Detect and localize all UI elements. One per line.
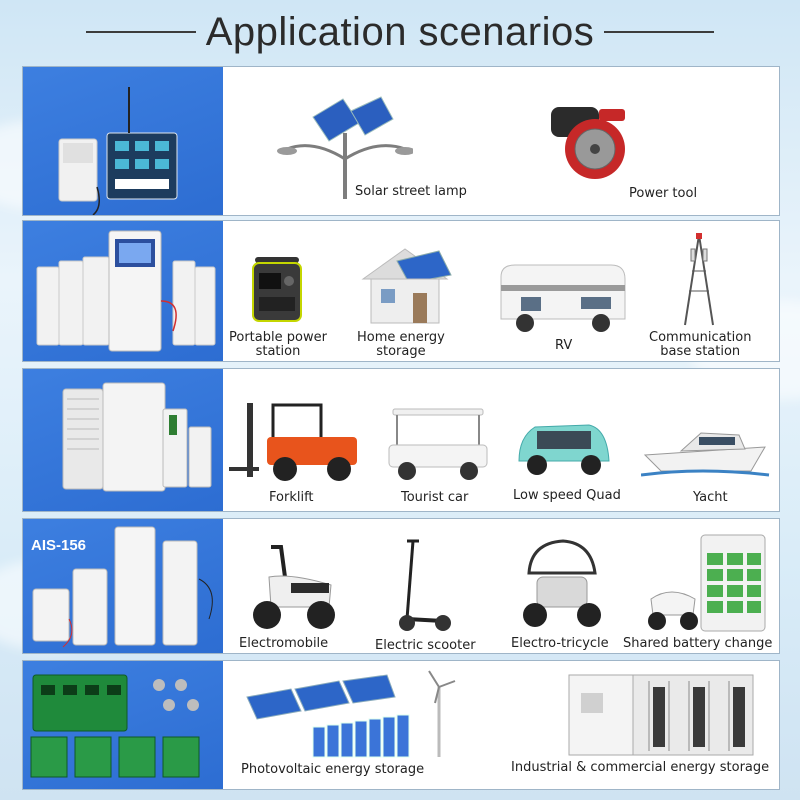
applications-row-2: Portable power station Home energy stora… (223, 221, 779, 361)
app-power-tool (533, 89, 643, 189)
header: Application scenarios (0, 0, 800, 64)
bms-ebike-image (32, 526, 213, 648)
app-home-energy-storage (357, 243, 453, 329)
row-2: Portable power station Home energy stora… (22, 220, 780, 362)
caption-shared-battery-change: Shared battery change (623, 636, 773, 651)
low-speed-quad-icon (518, 424, 610, 475)
app-low-speed-quad (513, 415, 613, 479)
bms-product-panel-4: AIS-156 (23, 519, 223, 653)
tourist-car-icon (388, 408, 488, 480)
caption-low-speed-quad: Low speed Quad (513, 488, 621, 503)
applications-row-5: Photovoltaic energy storage Industrial &… (223, 661, 779, 789)
app-solar-street-lamp (273, 89, 413, 199)
bms-product-panel-5 (23, 661, 223, 789)
rv-icon (500, 264, 626, 332)
applications-row-1: Solar street lamp Power tool (223, 67, 779, 215)
bms-boards-image (30, 674, 200, 778)
bms-product-panel-3 (23, 369, 223, 511)
bms-board-image (58, 87, 178, 215)
home-energy-storage-icon (361, 248, 452, 324)
app-shared-battery-change (641, 529, 771, 635)
forklift-icon (229, 403, 357, 481)
row-1: Solar street lamp Power tool (22, 66, 780, 216)
row-5: Photovoltaic energy storage Industrial &… (22, 660, 780, 790)
electro-tricycle-icon (523, 539, 601, 627)
caption-photovoltaic-energy-storage: Photovoltaic energy storage (241, 762, 425, 777)
portable-power-station-icon (252, 257, 302, 322)
solar-street-lamp-icon (277, 96, 413, 199)
caption-solar-street-lamp: Solar street lamp (355, 184, 467, 199)
app-photovoltaic-energy-storage (243, 667, 473, 763)
electric-scooter-icon (399, 539, 451, 631)
app-tourist-car (383, 405, 493, 485)
applications-row-4: Electromobile Electric scooter Electro-t… (223, 519, 779, 653)
app-forklift (227, 397, 367, 483)
industrial-storage-cabinet-icon (568, 674, 754, 756)
caption-power-tool: Power tool (629, 186, 698, 201)
row-4: AIS-156 Electromobile (22, 518, 780, 654)
app-electromobile (241, 537, 341, 633)
app-portable-power-station (245, 249, 309, 325)
caption-electric-scooter: Electric scooter (375, 638, 476, 653)
page-title: Application scenarios (205, 9, 595, 54)
electromobile-icon (253, 545, 335, 629)
applications-row-3: Forklift Tourist car Low speed Quad (223, 369, 779, 511)
app-electric-scooter (393, 535, 453, 635)
caption-yacht: Yacht (693, 490, 728, 505)
shared-battery-cabinet-icon (648, 534, 766, 632)
caption-portable-power-station: Portable power station (229, 330, 327, 359)
bms-high-current-image (62, 382, 212, 492)
caption-communication-base-station: Communication base station (649, 330, 752, 359)
ais-156-label: AIS-156 (31, 537, 87, 554)
power-tool-icon (551, 107, 625, 179)
app-electro-tricycle (515, 533, 605, 633)
caption-industrial-commercial-energy-storage: Industrial & commercial energy storage (511, 760, 770, 775)
bms-modules-image (36, 230, 216, 352)
row-3: Forklift Tourist car Low speed Quad (22, 368, 780, 512)
communication-tower-icon (684, 233, 714, 326)
caption-forklift: Forklift (269, 490, 314, 505)
app-rv (491, 257, 631, 337)
title-rule-right (604, 31, 715, 33)
caption-home-energy-storage: Home energy storage (357, 330, 445, 359)
app-industrial-commercial-energy-storage (563, 667, 763, 759)
caption-electro-tricycle: Electro-tricycle (511, 636, 609, 651)
app-yacht (641, 421, 771, 481)
bms-product-panel-1 (23, 67, 223, 215)
caption-rv: RV (555, 338, 573, 353)
bms-product-panel-2 (23, 221, 223, 361)
yacht-icon (641, 432, 770, 477)
caption-tourist-car: Tourist car (401, 490, 469, 505)
title-rule-left (85, 31, 196, 33)
photovoltaic-storage-icon (246, 670, 456, 758)
caption-electromobile: Electromobile (239, 636, 329, 651)
app-communication-base-station (677, 231, 721, 327)
